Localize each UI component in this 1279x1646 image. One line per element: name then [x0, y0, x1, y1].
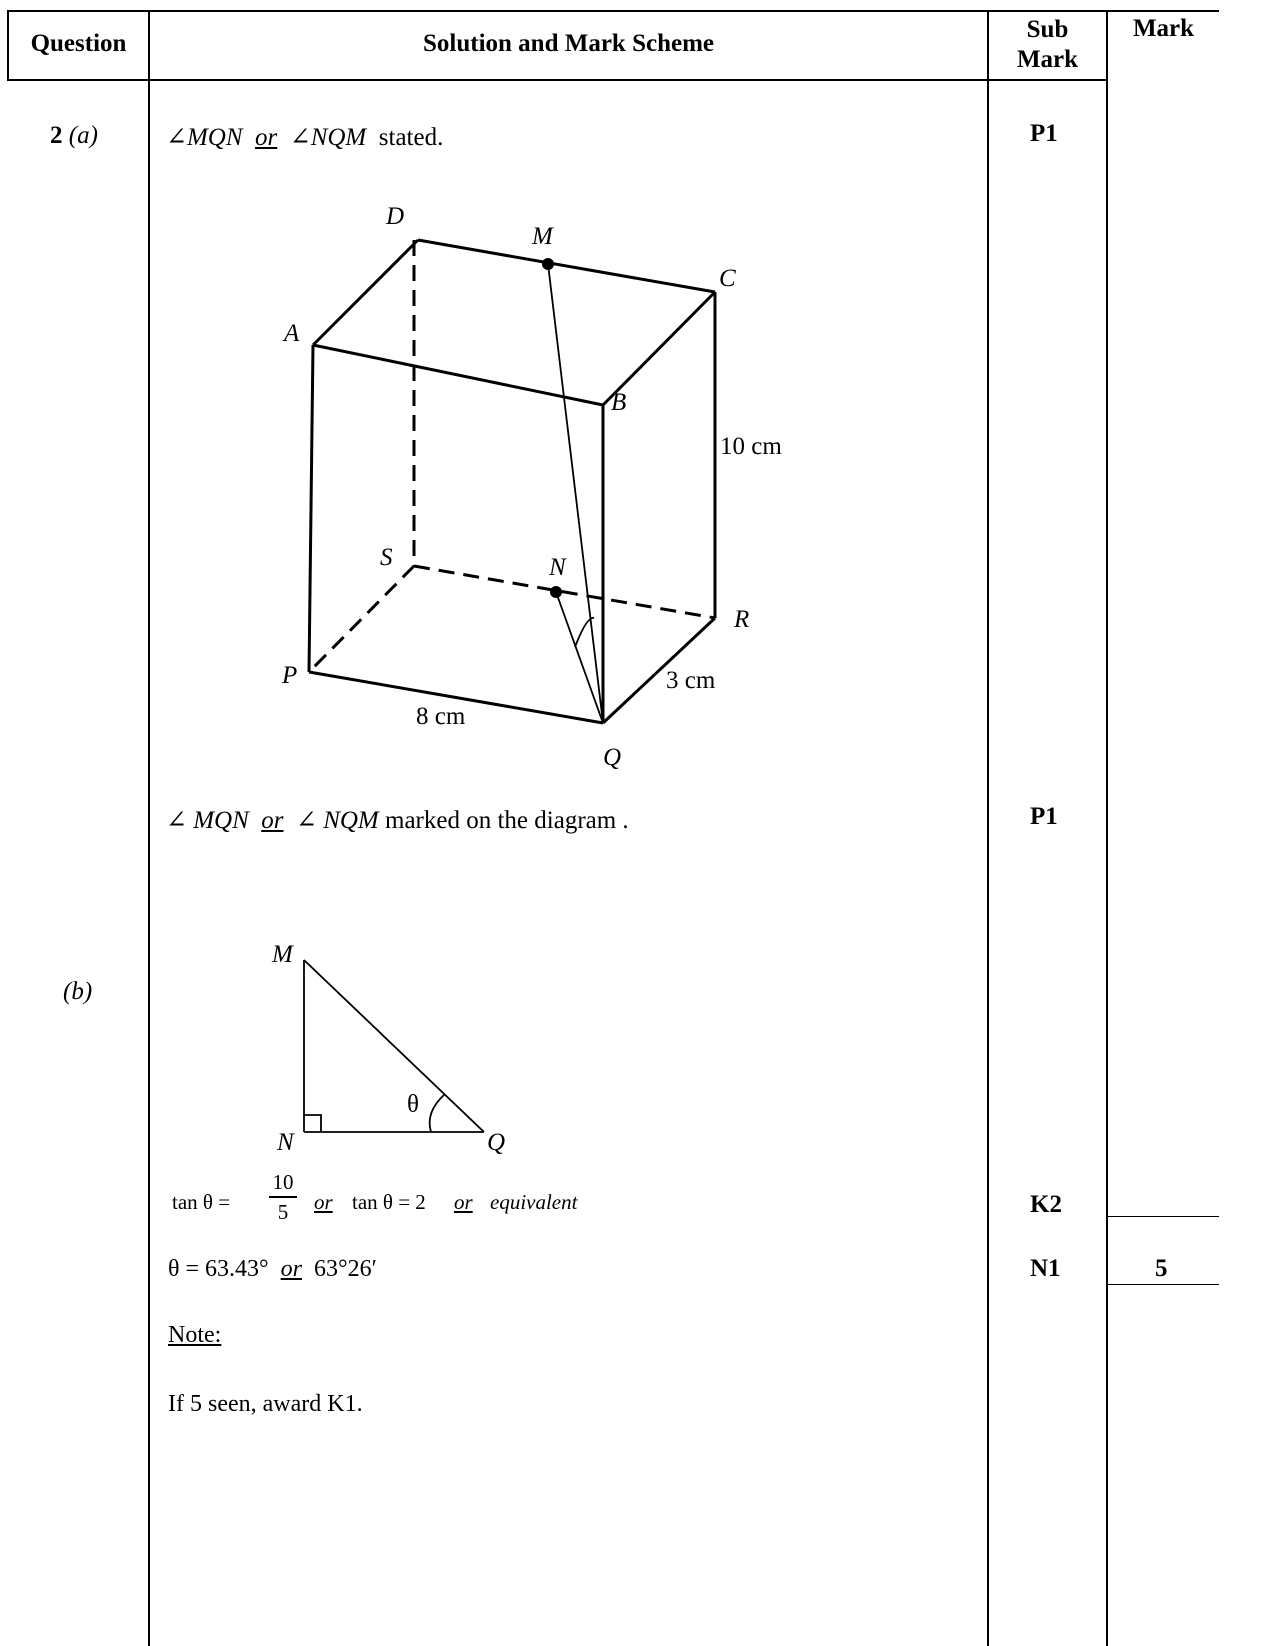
header-bottom-border: [7, 79, 1107, 81]
label-R: R: [733, 606, 749, 633]
label-D: D: [385, 203, 404, 230]
tan-prefix: tan θ =: [172, 1190, 231, 1214]
dimension-length: 8 cm: [416, 703, 466, 730]
marked-angle-line: ∠ MQN or ∠ NQM marked on the diagram .: [166, 805, 629, 835]
submark-column-divider: [1106, 10, 1108, 1646]
edge-CB: [601, 290, 717, 407]
stated-or: or: [255, 124, 278, 151]
stated-angle-1: ∠MQN: [166, 124, 243, 151]
dimension-height: 10 cm: [720, 433, 782, 460]
fraction-bar: [269, 1196, 297, 1198]
side-MQ: [303, 959, 485, 1133]
theta-or: or: [280, 1256, 302, 1282]
label-S: S: [380, 544, 393, 571]
label-A: A: [282, 320, 300, 347]
theta-alt: 63°26′: [313, 1256, 377, 1282]
point-M: [542, 258, 554, 270]
marked-or: or: [261, 807, 284, 834]
point-N: [550, 586, 562, 598]
triangle-label-Q: Q: [487, 1129, 505, 1156]
edge-BA: [312, 343, 604, 407]
tan-denominator: 5: [277, 1200, 289, 1224]
note-title: Note:: [168, 1322, 222, 1348]
right-angle-marker: [304, 1114, 322, 1132]
marked-suffix: marked on the diagram .: [385, 807, 629, 834]
label-P: P: [281, 662, 297, 689]
question-number: 2: [50, 122, 63, 149]
edge-QR: [601, 616, 717, 725]
total-mark-bottom-rule: [1106, 1284, 1219, 1285]
angle-arc-MQN: [574, 617, 595, 648]
note-text: If 5 seen, award K1.: [168, 1391, 363, 1417]
header-solution: Solution and Mark Scheme: [422, 30, 714, 57]
line-NQ: [555, 591, 604, 724]
label-Q: Q: [603, 744, 621, 771]
question-number-2a: 2 (a): [50, 122, 98, 150]
stated-suffix: stated.: [378, 124, 444, 151]
angle-arc-theta: [428, 1093, 446, 1133]
hidden-edge-SR: [413, 564, 716, 620]
table-left-border: [7, 10, 9, 81]
total-mark: 5: [1155, 1255, 1168, 1282]
question-part-a: (a): [68, 122, 98, 149]
header-sub-mark-line2: Mark: [1016, 46, 1079, 73]
edge-AP: [307, 344, 315, 673]
table-top-border: [7, 10, 1219, 12]
triangle-diagram: M N Q θ: [271, 941, 505, 1156]
tan-or-1: or: [314, 1190, 333, 1214]
triangle-label-N: N: [276, 1129, 295, 1156]
edge-DC: [417, 238, 716, 294]
label-C: C: [719, 265, 736, 292]
tan-alt: tan θ = 2: [352, 1190, 426, 1214]
tan-fraction: 10 5: [267, 1170, 299, 1224]
triangle-label-theta: θ: [407, 1091, 419, 1118]
dimension-width: 3 cm: [666, 667, 716, 694]
theta-line: θ = 63.43° or 63°26′: [168, 1256, 377, 1283]
label-B: B: [611, 389, 626, 416]
solution-column-divider: [987, 10, 989, 1646]
header-sub-mark-line1: Sub: [1026, 16, 1069, 43]
marked-angle-2: ∠ NQM: [296, 807, 379, 834]
edge-PQ: [308, 670, 604, 725]
header-question: Question: [30, 30, 127, 57]
tan-sub-mark: K2: [1030, 1191, 1062, 1218]
triangle-label-M: M: [271, 941, 294, 968]
theta-value: θ = 63.43°: [168, 1256, 269, 1282]
theta-sub-mark: N1: [1030, 1255, 1061, 1282]
line-MQ: [547, 263, 604, 724]
question-part-b-label: (b): [63, 978, 93, 1005]
header-sub-mark: Sub Mark: [989, 15, 1106, 75]
stated-angle-line: ∠MQN or ∠NQM stated.: [166, 122, 443, 152]
question-column-divider: [148, 10, 150, 1646]
stated-sub-mark: P1: [1030, 120, 1058, 147]
total-mark-top-rule: [1106, 1216, 1219, 1217]
marked-angle-1: ∠ MQN: [166, 807, 249, 834]
stated-angle-2: ∠NQM: [289, 124, 367, 151]
header-mark: Mark: [1132, 15, 1195, 42]
cuboid-diagram: D M C A B S N R P Q 10 cm 3 cm 8 cm: [281, 203, 782, 771]
marked-sub-mark: P1: [1030, 803, 1058, 830]
label-M: M: [531, 223, 554, 250]
tan-numerator: 10: [272, 1170, 294, 1194]
question-part-b: (b): [63, 978, 92, 1006]
edge-AD: [311, 238, 420, 347]
tan-or-2: or: [454, 1190, 473, 1214]
tan-equivalent: equivalent: [490, 1190, 578, 1214]
label-N: N: [548, 554, 567, 581]
